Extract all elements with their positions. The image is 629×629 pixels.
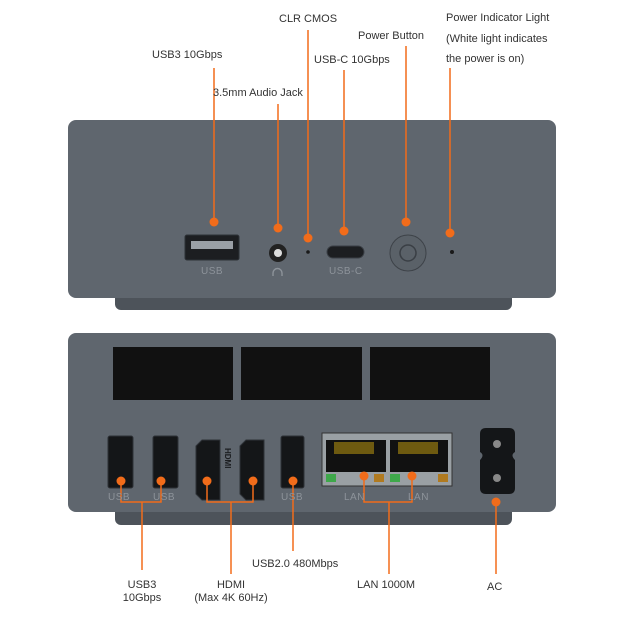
hdmi-port (239, 439, 265, 501)
label-line: USB3 (127, 579, 157, 591)
callout-ac: AC (487, 581, 503, 593)
back-lan-print: LAN (408, 492, 429, 503)
vent (241, 347, 362, 400)
front-panel (68, 120, 556, 310)
back-usb-print: USB (108, 492, 131, 503)
label-line: 10Gbps (122, 592, 162, 604)
back-usb-print: USB (153, 492, 176, 503)
front-usb-print: USB (201, 266, 224, 277)
callout-hdmi: HDMI (Max 4K 60Hz) (186, 579, 276, 605)
back-usb-print: USB (281, 492, 304, 503)
label-line: HDMI (216, 579, 246, 591)
label-line: (Max 4K 60Hz) (194, 592, 268, 604)
callout-back-usb3: USB3 10Gbps (112, 579, 172, 605)
callout-dots (116, 217, 501, 507)
power-button (389, 234, 427, 272)
front-usbc-print: USB-C (329, 266, 363, 277)
callout-usb3: USB3 10Gbps (152, 49, 223, 61)
back-lan-print: LAN (344, 492, 365, 503)
clr-cmos-hole (306, 250, 310, 254)
ac-inlet (480, 428, 515, 494)
power-indicator-light (450, 250, 454, 254)
back-panel (68, 333, 556, 525)
callout-usb-c: USB-C 10Gbps (314, 54, 390, 66)
callout-lines (120, 30, 497, 574)
vent (113, 347, 233, 400)
usb-a-tongue (191, 241, 233, 249)
callout-power-light: Power Indicator Light (446, 12, 550, 24)
vent (370, 347, 490, 400)
callout-power-light-note: (White light indicates (446, 33, 548, 45)
callout-clr-cmos: CLR CMOS (279, 13, 338, 25)
callout-lan: LAN 1000M (357, 579, 416, 591)
callout-audio-jack: 3.5mm Audio Jack (213, 87, 303, 99)
callout-power-button: Power Button (358, 30, 425, 42)
headphone-icon (272, 267, 283, 276)
usb-port (152, 435, 179, 489)
usb-c-port (326, 245, 365, 259)
hdmi-print: HDMI (223, 448, 232, 469)
callout-usb2: USB2.0 480Mbps (252, 558, 339, 570)
callout-power-light-note: the power is on) (446, 53, 525, 65)
hdmi-port (195, 439, 221, 501)
